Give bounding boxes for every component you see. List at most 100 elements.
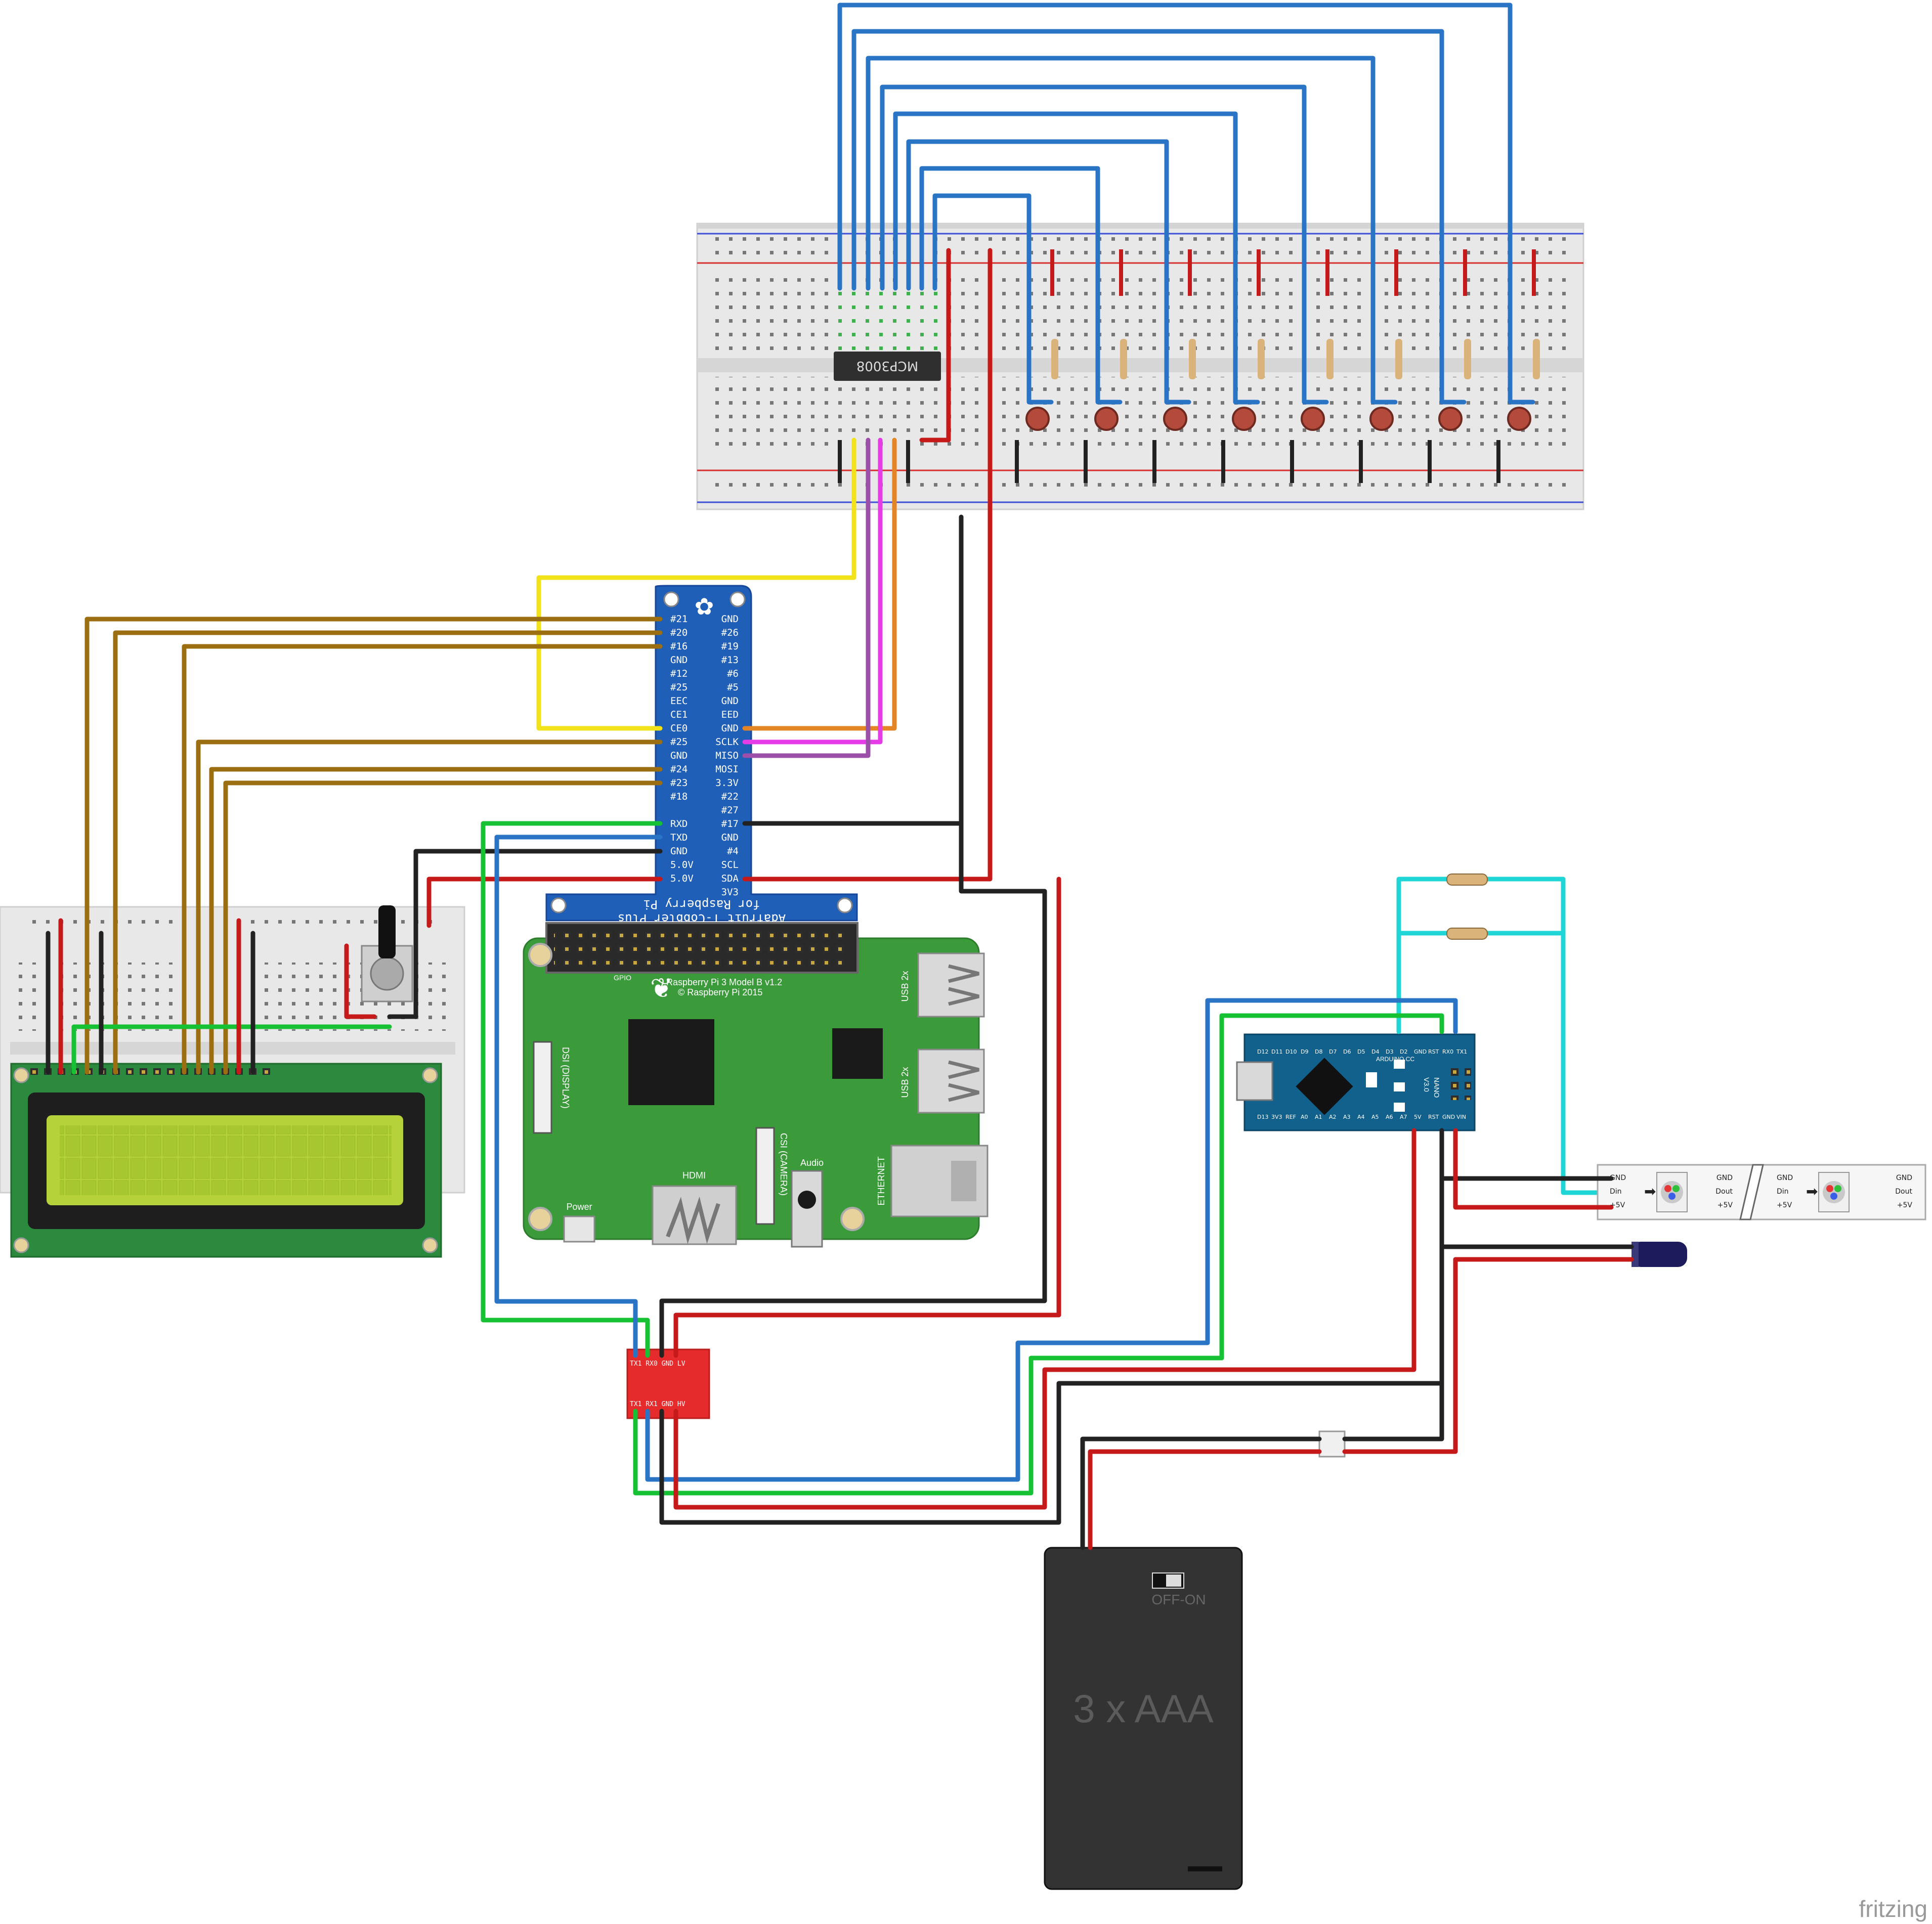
pin-label: #24 <box>670 764 688 775</box>
strip-power-wire <box>1453 1128 1614 1210</box>
gpio-label: GPIO <box>614 974 631 982</box>
svg-text:✿: ✿ <box>695 593 714 620</box>
pin-label: EED <box>721 709 739 720</box>
csi-connector <box>755 1127 775 1225</box>
vref-jumper <box>919 248 951 443</box>
sensor-column-4 <box>1232 249 1265 431</box>
shifter-bottom-label: TX1 RX1 GND HV <box>630 1401 685 1408</box>
pin-label: TX1 <box>1456 1048 1467 1055</box>
pin-label: #12 <box>670 668 688 679</box>
wires <box>46 248 1634 1550</box>
pin-label: GND <box>721 723 739 734</box>
pin-label: GND <box>721 832 739 843</box>
lcd-16x2 <box>10 1063 442 1258</box>
purple-wire <box>742 438 871 758</box>
pin-label: CE0 <box>670 723 688 734</box>
lan-chip <box>832 1028 883 1079</box>
pin-label: GND <box>1414 1048 1427 1055</box>
pin-label: SCLK <box>715 736 739 748</box>
pin-label: #13 <box>721 654 739 666</box>
hv-tx-wire <box>645 998 1458 1482</box>
rpi-model-label: Raspberry Pi 3 Model B v1.2 <box>666 977 782 987</box>
capacitor <box>1632 1242 1687 1267</box>
pin-label: 3V3 <box>721 887 739 898</box>
lcd-data-wire-3 <box>182 644 663 1075</box>
pin-label: A4 <box>1357 1114 1365 1120</box>
pin-label: #19 <box>721 641 739 652</box>
pin-label: #6 <box>727 668 739 679</box>
strip-label: +5V <box>1718 1201 1733 1209</box>
pin-label: RST <box>1428 1048 1439 1055</box>
pin-label: #4 <box>727 846 739 857</box>
cobbler-title-line2: for Raspberry Pi <box>643 897 760 911</box>
pin-label: RX0 <box>1442 1048 1453 1055</box>
pin-label: MISO <box>715 750 739 761</box>
mcu-chip <box>1296 1058 1353 1115</box>
csi-label: CSI (CAMERA) <box>779 1133 789 1196</box>
pin-label: #18 <box>670 791 688 802</box>
pin-label: CE1 <box>670 709 688 720</box>
pin-label: D11 <box>1271 1048 1282 1055</box>
breadboard-top <box>696 223 1584 510</box>
pin-label: A3 <box>1343 1114 1351 1120</box>
hv-rx-wire <box>633 1013 1444 1496</box>
battery-gnd-wire <box>1080 1381 1444 1550</box>
soc-chip <box>628 1019 714 1105</box>
level-shifter: TX1 RX0 GND LV TX1 RX1 GND HV <box>626 1348 710 1419</box>
pin-label: GND <box>721 614 739 625</box>
strip-label: Dout <box>1895 1188 1912 1196</box>
strip-label: GND <box>1716 1174 1733 1182</box>
usb-port-1 <box>917 952 985 1018</box>
pin-label: D5 <box>1357 1048 1365 1055</box>
lcd-power-wire <box>344 943 377 1019</box>
pin-label: TXD <box>670 832 688 843</box>
pin-label: 3.3V <box>715 777 739 789</box>
strip-label: GND <box>1610 1174 1626 1182</box>
pin-label: D3 <box>1386 1048 1393 1055</box>
micro-usb-power-port <box>563 1215 595 1243</box>
pin-label: A5 <box>1371 1114 1379 1120</box>
pin-label: D12 <box>1257 1048 1268 1055</box>
hv-vcc-wire <box>673 1128 1416 1510</box>
usb-label-2: USB 2x <box>900 1067 910 1098</box>
strip-label: GND <box>1777 1174 1793 1182</box>
battery-switch-label: OFF-ON <box>1151 1592 1206 1607</box>
pin-label: #20 <box>670 627 688 638</box>
pullup-resistors <box>1396 873 1614 1195</box>
pin-label: GND <box>1442 1114 1455 1120</box>
battery-label: 3 x AAA <box>1073 1686 1214 1731</box>
dsi-connector <box>533 1041 552 1134</box>
arduino-nano: ARDUINO.CC NANO V3.0 D12 D11 D10 D9 D8 D… <box>1236 1033 1476 1131</box>
strip-label: +5V <box>1777 1201 1792 1209</box>
pin-label: #25 <box>670 736 688 748</box>
pin-label: #5 <box>727 682 739 693</box>
ethernet-label: ETHERNET <box>876 1156 886 1205</box>
rx-wire <box>481 821 663 1358</box>
pin-label: D2 <box>1400 1048 1407 1055</box>
pin-label: D4 <box>1371 1048 1379 1055</box>
hv-gnd-wire <box>659 1128 1444 1525</box>
sensor-column-3 <box>1163 249 1196 431</box>
lcd-data-wire-5 <box>209 767 663 1075</box>
strip-label: +5V <box>1610 1201 1625 1209</box>
arduino-top-pins: D12 D11 D10 D9 D8 D7 D6 D5 D4 D3 D2 GND … <box>1257 1048 1467 1055</box>
pin-label: GND <box>670 846 688 857</box>
pin-label: D13 <box>1257 1114 1268 1120</box>
audio-label: Audio <box>800 1158 824 1168</box>
sensor-column-1 <box>1025 249 1058 431</box>
power-label: Power <box>566 1202 592 1212</box>
pin-label: RXD <box>670 818 688 829</box>
usb-port-2 <box>917 1048 985 1114</box>
sensor-column-8 <box>1507 249 1540 431</box>
pin-label: GND <box>670 654 688 666</box>
pot-gnd-wire <box>387 849 663 1019</box>
pin-label: D8 <box>1315 1048 1322 1055</box>
battery-pack: OFF-ON 3 x AAA <box>1044 1547 1243 1890</box>
strip-label: Dout <box>1715 1188 1733 1196</box>
pin-label: 3V3 <box>1271 1114 1282 1120</box>
lcd-contrast-wire <box>71 1024 392 1075</box>
led-strip: ➡ ➡ GND Din +5V GND Dout +5V GND Din +5V… <box>1597 1164 1926 1220</box>
pin-label: #25 <box>670 682 688 693</box>
pin-label: A1 <box>1315 1114 1322 1120</box>
